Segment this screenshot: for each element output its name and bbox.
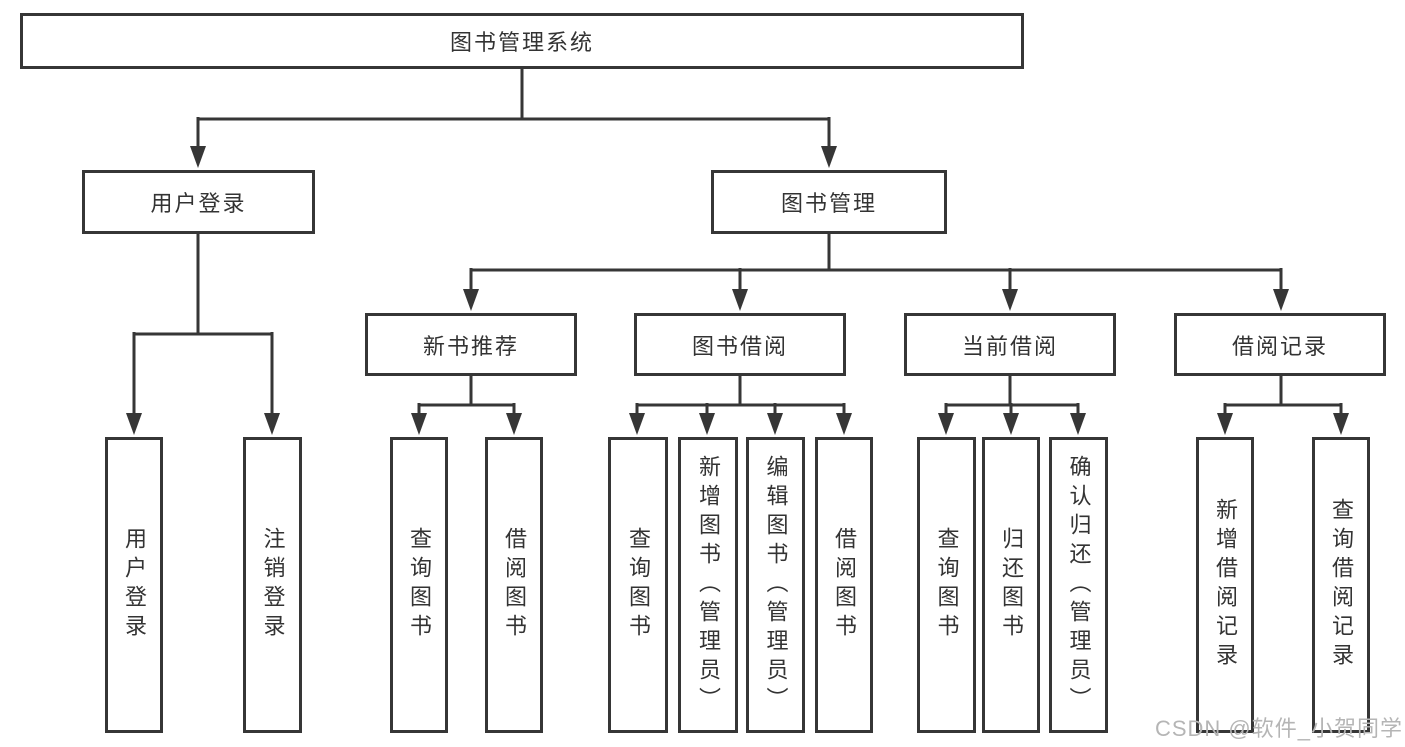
csdn-watermark: CSDN @软件_小贺同学 <box>1154 716 1403 741</box>
leaf-newbook-borrow-books-label: 借阅图书 <box>502 527 527 643</box>
leaf-borrow-query-books: 查询图书 <box>608 437 668 733</box>
node-root-label: 图书管理系统 <box>449 30 594 55</box>
branch-root-to-level2 <box>196 69 831 150</box>
leaf-edit-book-admin-label: 编辑图书（管理员） <box>763 454 789 716</box>
leaf-newbook-query-books-label: 查询图书 <box>407 527 432 643</box>
leaf-logout-label: 注销登录 <box>260 527 286 643</box>
branch-bookmgmt-to-level3 <box>469 234 1283 293</box>
leaf-return-book-label: 归还图书 <box>999 527 1024 643</box>
node-new-book-recommend-label: 新书推荐 <box>422 333 519 359</box>
arrowheads-leaves <box>126 413 1349 435</box>
branch-borrowrecord-leaves <box>1223 376 1343 417</box>
leaf-logout: 注销登录 <box>243 437 302 733</box>
leaf-query-borrow-record: 查询借阅记录 <box>1312 437 1370 733</box>
leaf-borrow-book-label: 借阅图书 <box>832 527 857 643</box>
node-book-borrow: 图书借阅 <box>634 313 846 376</box>
leaf-borrow-query-books-label: 查询图书 <box>626 527 651 643</box>
leaf-query-borrow-record-label: 查询借阅记录 <box>1329 498 1354 672</box>
branch-bookborrow-leaves <box>635 376 846 417</box>
node-user-login-label: 用户登录 <box>150 191 247 216</box>
leaf-user-login-label: 用户登录 <box>122 527 147 643</box>
branch-currentborrow-leaves <box>944 376 1080 417</box>
leaf-current-query-books-label: 查询图书 <box>934 527 960 643</box>
node-borrow-record: 借阅记录 <box>1174 313 1386 376</box>
leaf-current-query-books: 查询图书 <box>917 437 976 733</box>
node-user-login: 用户登录 <box>82 170 315 234</box>
node-root-system: 图书管理系统 <box>20 13 1024 69</box>
node-borrow-record-label: 借阅记录 <box>1231 333 1328 359</box>
arrowheads-level3 <box>463 289 1289 311</box>
leaf-newbook-query-books: 查询图书 <box>390 437 448 733</box>
leaf-confirm-return-admin-label: 确认归还（管理员） <box>1066 454 1092 716</box>
arrowheads-level2 <box>190 146 837 168</box>
node-current-borrow-label: 当前借阅 <box>961 333 1058 359</box>
leaf-newbook-borrow-books: 借阅图书 <box>485 437 543 733</box>
leaf-borrow-book: 借阅图书 <box>815 437 873 733</box>
leaf-add-book-admin-label: 新增图书（管理员） <box>696 454 721 716</box>
leaf-add-book-admin: 新增图书（管理员） <box>678 437 738 733</box>
leaf-add-borrow-record: 新增借阅记录 <box>1196 437 1254 733</box>
leaf-confirm-return-admin: 确认归还（管理员） <box>1049 437 1108 733</box>
node-current-borrow: 当前借阅 <box>904 313 1116 376</box>
node-book-borrow-label: 图书借阅 <box>691 333 788 359</box>
node-new-book-recommend: 新书推荐 <box>365 313 577 376</box>
node-book-management: 图书管理 <box>711 170 947 234</box>
branch-userlogin-leaves <box>132 234 274 417</box>
branch-newbook-leaves <box>417 376 516 417</box>
leaf-edit-book-admin: 编辑图书（管理员） <box>746 437 805 733</box>
leaf-return-book: 归还图书 <box>982 437 1040 733</box>
node-book-management-label: 图书管理 <box>780 191 877 216</box>
leaf-user-login: 用户登录 <box>105 437 163 733</box>
leaf-add-borrow-record-label: 新增借阅记录 <box>1213 498 1238 672</box>
